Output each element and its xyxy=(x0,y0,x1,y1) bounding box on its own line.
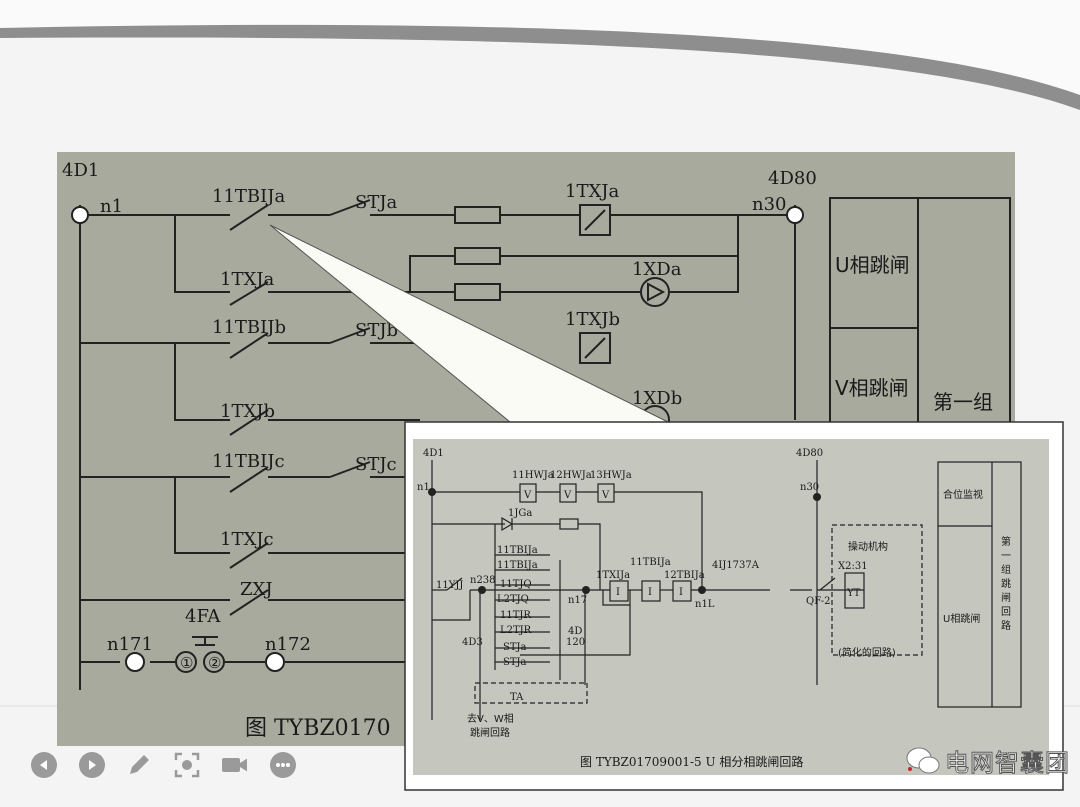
previous-button[interactable] xyxy=(31,752,57,778)
wechat-icon xyxy=(906,747,940,773)
pen-icon xyxy=(130,755,149,774)
label: STJa xyxy=(503,642,527,653)
video-icon xyxy=(222,758,247,772)
label: 1TXJa xyxy=(220,269,274,290)
label: 120 xyxy=(566,637,585,648)
label: U相跳闸 xyxy=(943,612,980,625)
label: n30 xyxy=(752,194,787,215)
label: 11TBIJc xyxy=(212,451,285,472)
pen-button[interactable] xyxy=(126,752,152,778)
label: n1L xyxy=(695,599,715,610)
group-label-char: 回 xyxy=(1001,606,1011,618)
label: 11TBIJb xyxy=(212,317,286,338)
label: 1TXJb xyxy=(565,309,620,330)
watermark-text: 电网智囊团 xyxy=(945,749,1070,778)
label: 第一组 xyxy=(933,390,993,414)
previous-icon xyxy=(40,760,47,770)
label: I xyxy=(616,587,620,598)
label: n1 xyxy=(100,196,123,217)
label: 1XDb xyxy=(632,388,682,409)
label: 11TBIJa xyxy=(497,545,538,556)
group-label-char: 一 xyxy=(1001,551,1011,562)
label: 1TXJc xyxy=(220,529,274,550)
label: STJa xyxy=(503,657,527,668)
label: V xyxy=(601,490,610,501)
label: 1TXJa xyxy=(565,181,619,202)
label: 1XDa xyxy=(632,259,682,280)
screenshot-button[interactable] xyxy=(174,752,200,778)
group-label-char: 路 xyxy=(1001,619,1011,632)
label: 1JGa xyxy=(508,508,532,519)
label: YT xyxy=(846,588,861,599)
group-label-char: 闸 xyxy=(1001,591,1011,604)
label: 1TXIJa xyxy=(596,570,630,581)
video-button[interactable] xyxy=(221,752,247,778)
label: I xyxy=(679,587,683,598)
label: U相跳闸 xyxy=(835,253,910,277)
inset-caption: 图 TYBZ01709001-5 U 相分相跳闸回路 xyxy=(580,754,803,769)
label: 4D1 xyxy=(423,448,444,459)
more-button[interactable] xyxy=(270,752,296,778)
label: 11TJQ xyxy=(500,579,532,590)
label: X2:31 xyxy=(838,561,868,572)
label: 11HWJa xyxy=(512,470,554,481)
next-button[interactable] xyxy=(79,752,105,778)
label: n17 xyxy=(568,595,587,606)
label: ① xyxy=(180,654,193,672)
group-label-char: 组 xyxy=(1001,563,1011,576)
label: 去V、W相 xyxy=(467,712,514,725)
label: 1TXJb xyxy=(220,401,275,422)
label: QF-2 xyxy=(806,596,830,607)
label: n172 xyxy=(265,634,311,655)
label: 跳闸回路 xyxy=(470,726,510,739)
label: TA xyxy=(510,692,524,703)
slide-header-band xyxy=(0,0,1080,100)
label: 12TBIJa xyxy=(664,570,705,581)
label: 11TBIJa xyxy=(497,560,538,571)
label: n1 xyxy=(417,482,430,493)
label: I xyxy=(648,587,652,598)
slide-header-stripe xyxy=(0,24,1080,111)
label: STJc xyxy=(355,454,397,475)
label: n171 xyxy=(107,634,153,655)
label: 操动机构 xyxy=(848,540,888,553)
label: L2TJR xyxy=(500,625,532,636)
label: 11TJR xyxy=(500,610,531,621)
label: L2TJQ xyxy=(497,594,529,605)
label: 12HWJa xyxy=(550,470,592,481)
label: ZXJ xyxy=(240,579,273,600)
label: V相跳闸 xyxy=(835,376,909,400)
watermark: 电网智囊团 xyxy=(905,743,1070,778)
label: V xyxy=(523,490,532,501)
label: V xyxy=(563,490,572,501)
group-label-char: 跳 xyxy=(1001,577,1011,590)
label: 13HWJa xyxy=(590,470,632,481)
label: 4FA xyxy=(185,606,221,627)
label: 11TBIJa xyxy=(630,557,671,568)
group-label-char: 第 xyxy=(1001,535,1011,548)
label: n30 xyxy=(800,482,819,493)
label: STJa xyxy=(355,192,398,213)
next-icon xyxy=(89,760,96,770)
label: 4D80 xyxy=(796,448,823,459)
label: n238 xyxy=(470,575,496,586)
label: (简化的回路) xyxy=(838,646,896,659)
label: 4D1 xyxy=(62,160,99,181)
label: 4D80 xyxy=(768,168,817,189)
screenshot-icon xyxy=(174,752,200,778)
label: 4D3 xyxy=(462,637,483,648)
inset-circuit-photo: 4D1 n1 11HWJa 12HWJa 13HWJa V V V 1JGa 1… xyxy=(404,421,1064,791)
more-icon xyxy=(276,763,290,767)
label: 合位监视 xyxy=(943,488,983,501)
main-caption: 图 TYBZ0170 xyxy=(245,716,391,741)
label: 4IJ1737A xyxy=(712,560,760,571)
label: STJb xyxy=(355,320,398,341)
label: 4D xyxy=(568,626,582,637)
label: ② xyxy=(208,654,221,672)
label: 11TBIJa xyxy=(212,186,285,207)
label: 11YJJ xyxy=(436,580,463,591)
